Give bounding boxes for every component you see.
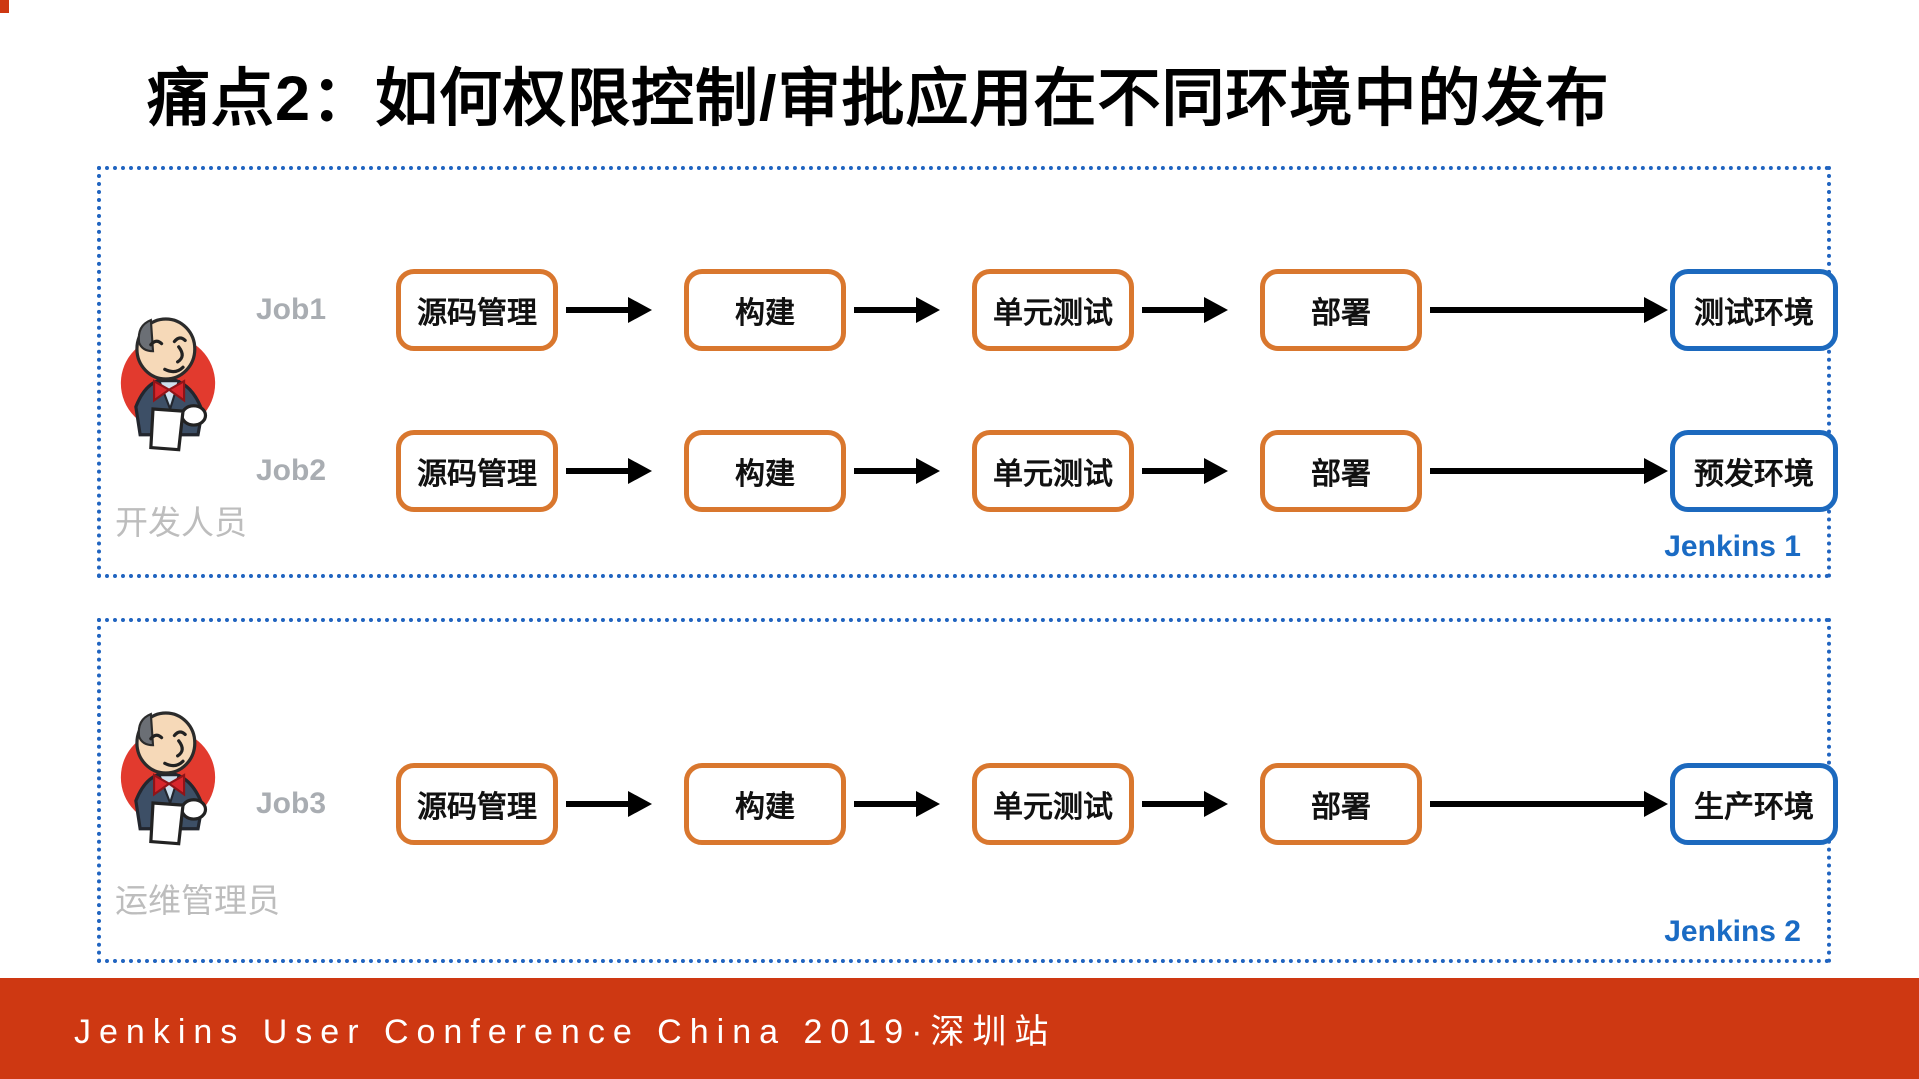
stage-box-build: 构建 <box>684 269 846 351</box>
job2-label: Job2 <box>256 454 327 487</box>
jenkins2-panel: 运维管理员 Job3 源码管理 构建 单元测试 部署 生产环境 Jenkins … <box>97 618 1838 963</box>
job-row-job2: Job2 源码管理 构建 单元测试 部署 预发环境 <box>256 430 1838 512</box>
actor-label-ops-admin: 运维管理员 <box>115 882 280 919</box>
flow-arrow <box>846 295 942 325</box>
stage-box-build: 构建 <box>684 763 846 845</box>
env-box-staging: 预发环境 <box>1670 430 1838 512</box>
env-box-production: 生产环境 <box>1670 763 1838 845</box>
stage-box-scm: 源码管理 <box>396 269 558 351</box>
flow-arrow <box>558 295 654 325</box>
flow-arrow <box>558 456 654 486</box>
stage-box-scm: 源码管理 <box>396 430 558 512</box>
jenkins-butler-icon <box>120 711 216 846</box>
flow-arrow <box>846 789 942 819</box>
flow-arrow-long <box>1422 456 1670 486</box>
footer-conference-text: Jenkins User Conference China 2019·深圳站 <box>74 1013 1057 1051</box>
job1-label: Job1 <box>256 293 327 326</box>
stage-box-unittest: 单元测试 <box>972 430 1134 512</box>
jenkins1-panel: 开发人员 Job1 源码管理 构建 单元测试 部署 测试环境 Job2 源码管理… <box>97 166 1838 578</box>
flow-arrow-long <box>1422 789 1670 819</box>
jenkins1-label: Jenkins 1 <box>1664 530 1801 563</box>
flow-arrow <box>1134 789 1230 819</box>
stage-box-build: 构建 <box>684 430 846 512</box>
stage-box-unittest: 单元测试 <box>972 269 1134 351</box>
jenkins2-label: Jenkins 2 <box>1664 915 1801 948</box>
jenkins-butler-icon <box>120 317 216 452</box>
job-row-job3: Job3 源码管理 构建 单元测试 部署 生产环境 <box>256 763 1838 845</box>
flow-arrow <box>558 789 654 819</box>
slide-corner-mark <box>0 0 9 13</box>
flow-arrow <box>846 456 942 486</box>
slide-title: 痛点2：如何权限控制/审批应用在不同环境中的发布 <box>147 64 1610 134</box>
stage-box-scm: 源码管理 <box>396 763 558 845</box>
flow-arrow <box>1134 295 1230 325</box>
job-row-job1: Job1 源码管理 构建 单元测试 部署 测试环境 <box>256 269 1838 351</box>
footer-bar: Jenkins User Conference China 2019·深圳站 <box>0 978 1919 1079</box>
job3-label: Job3 <box>256 787 327 820</box>
stage-box-unittest: 单元测试 <box>972 763 1134 845</box>
stage-box-deploy: 部署 <box>1260 763 1422 845</box>
flow-arrow <box>1134 456 1230 486</box>
env-box-test: 测试环境 <box>1670 269 1838 351</box>
actor-label-developers: 开发人员 <box>115 504 247 541</box>
stage-box-deploy: 部署 <box>1260 430 1422 512</box>
stage-box-deploy: 部署 <box>1260 269 1422 351</box>
flow-arrow-long <box>1422 295 1670 325</box>
